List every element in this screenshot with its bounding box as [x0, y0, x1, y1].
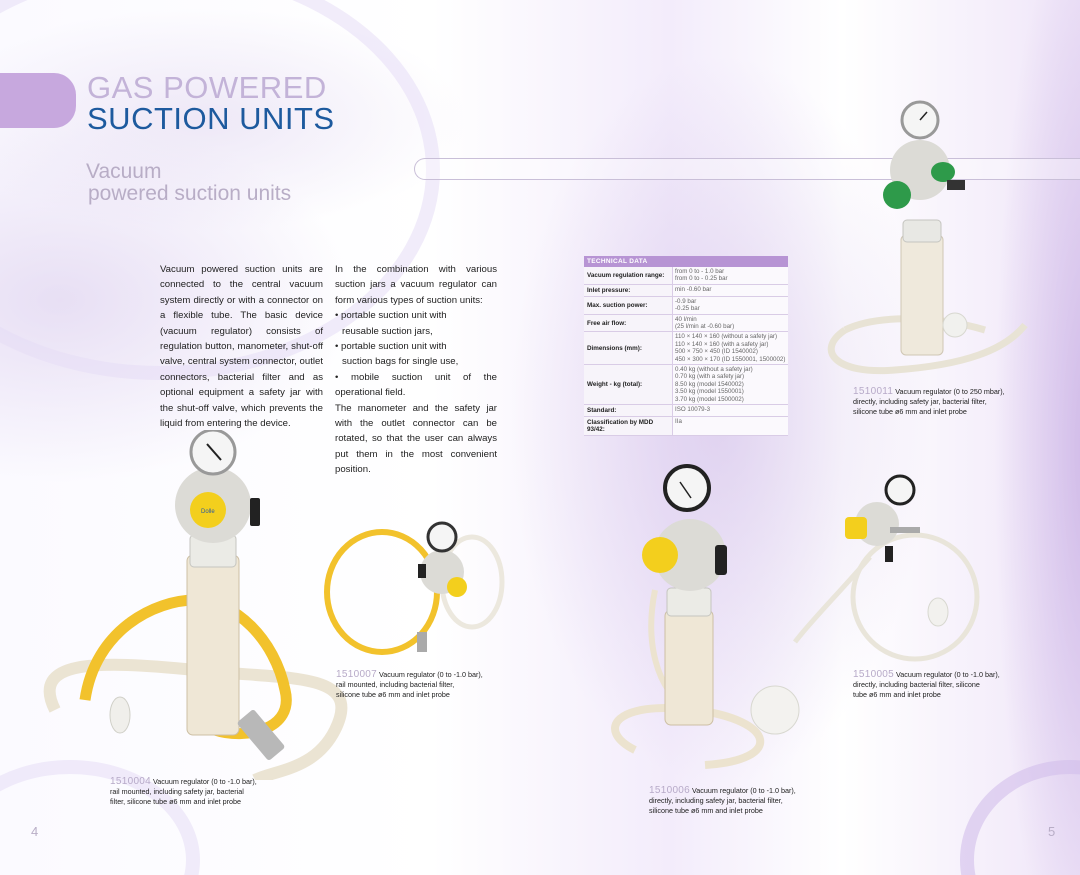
caption-line: rail mounted, including bacterial filter… [336, 680, 455, 689]
row-value: 0.40 kg (without a safety jar) 0.70 kg (… [672, 365, 788, 405]
row-label: Vacuum regulation range: [587, 271, 665, 279]
caption-line: directly, including safety jar, bacteria… [853, 397, 987, 406]
row-label: Classification by MDD 93/42: [587, 419, 654, 434]
row-label: Free air flow: [587, 319, 627, 327]
caption-line: rail mounted, including safety jar, bact… [110, 787, 244, 796]
product-code: 1510006 [649, 785, 691, 796]
table-row: Free air flow: 40 l/min (25 l/min at -0.… [584, 314, 788, 333]
value-line: 500 × 750 × 450 (ID 1540002) [675, 348, 758, 356]
value-line: 0.70 kg (with a safety jar) [675, 373, 745, 381]
row-value: -0.9 bar -0.25 bar [672, 296, 788, 314]
caption-line: Vacuum regulator (0 to 250 mbar), [895, 387, 1005, 396]
row-label: Dimensions (mm): [587, 344, 642, 352]
value-line: min -0.60 bar [675, 285, 712, 293]
table-row: Vacuum regulation range: from 0 to - 1.0… [584, 267, 788, 285]
value-line: 3.50 kg (model 1550001) [675, 388, 744, 396]
caption-line: Vacuum regulator (0 to -1.0 bar), [153, 777, 257, 786]
row-value: from 0 to - 1.0 bar from 0 to - 0.25 bar [672, 267, 788, 284]
bullet-item-continuation: reusable suction jars, [342, 325, 433, 337]
page-number-left: 4 [31, 824, 39, 839]
page-title-line1: GAS POWERED [87, 70, 327, 105]
column2-intro: In the combination with various suction … [335, 264, 497, 306]
page-title-line2: SUCTION UNITS [87, 101, 335, 136]
product-code: 1510011 [853, 386, 894, 397]
row-label: Max. suction power: [587, 301, 648, 309]
table-row: Standard: ISO 10079-3 [584, 405, 788, 418]
value-line: ISO 10079-3 [675, 406, 711, 414]
caption-line: tube ø6 mm and inlet probe [853, 690, 941, 699]
column2-outro: The manometer and the safety jar with th… [335, 402, 497, 476]
row-value: IIa [672, 417, 788, 436]
caption-line: Vacuum regulator (0 to -1.0 bar), [379, 670, 483, 679]
caption-line: silicone tube ø6 mm and inlet probe [336, 690, 450, 699]
value-line: 40 l/min [675, 315, 697, 323]
table-row: Dimensions (mm): 110 × 140 × 160 (withou… [584, 332, 788, 366]
section-subtitle-line2: powered suction units [88, 182, 292, 205]
section-subtitle-line1: Vacuum [86, 160, 162, 183]
value-line: 3.70 kg (model 1500002) [675, 395, 744, 403]
row-value: 40 l/min (25 l/min at -0.60 bar) [672, 314, 788, 332]
caption-line: filter, silicone tube ø6 mm and inlet pr… [110, 797, 242, 806]
value-line: IIa [675, 418, 682, 426]
caption-line: silicone tube ø6 mm and inlet probe [649, 806, 763, 815]
caption-line: silicone tube ø6 mm and inlet probe [853, 407, 967, 416]
value-line: 8.50 kg (model 1540002) [675, 380, 744, 388]
bullet-item: • portable suction unit with [335, 310, 447, 322]
row-label: Standard: [587, 407, 617, 415]
technical-data-heading: TECHNICAL DATA [584, 256, 788, 267]
product-image-1510004: Dolle [43, 430, 348, 780]
body-text-column-2: In the combination with various suction … [335, 262, 497, 478]
body-text-column-1: Vacuum powered suction units are connect… [160, 264, 323, 430]
svg-text:Dolle: Dolle [201, 509, 215, 515]
title-tab-accent [0, 73, 76, 128]
value-line: from 0 to - 1.0 bar [675, 268, 725, 275]
product-code: 1510007 [336, 669, 378, 680]
table-row: Weight - kg (total): 0.40 kg (without a … [584, 365, 788, 406]
product-image-1510006 [611, 464, 800, 769]
row-label: Weight - kg (total): [587, 381, 643, 389]
value-line: 110 × 140 × 160 (without a safety jar) [675, 333, 778, 341]
product-code: 1510004 [110, 776, 152, 787]
page-number-right: 5 [1048, 824, 1056, 839]
row-value: min -0.60 bar [672, 284, 788, 296]
bullet-item-continuation: suction bags for single use, [342, 356, 459, 368]
caption-line: Vacuum regulator (0 to -1.0 bar), [692, 786, 796, 795]
bullet-item: • portable suction unit with [335, 341, 447, 353]
value-line: from 0 to - 0.25 bar [675, 275, 728, 283]
caption-line: Vacuum regulator (0 to -1.0 bar), [896, 670, 1000, 679]
product-image-1510011 [827, 100, 1028, 375]
caption-line: directly, including safety jar, bacteria… [649, 796, 783, 805]
row-value: 110 × 140 × 160 (without a safety jar) 1… [672, 332, 788, 365]
value-line: (25 l/min at -0.60 bar) [675, 323, 735, 331]
value-line: -0.25 bar [675, 305, 700, 313]
product-image-1510007 [324, 521, 505, 655]
technical-data-table: TECHNICAL DATA Vacuum regulation range: … [584, 256, 788, 437]
table-row: Max. suction power: -0.9 bar -0.25 bar [584, 296, 788, 315]
value-line: 0.40 kg (without a safety jar) [675, 366, 753, 374]
value-line: 110 × 140 × 160 (with a safety jar) [675, 340, 769, 348]
product-image-1510005 [793, 474, 980, 662]
row-value: ISO 10079-3 [672, 405, 788, 417]
bullet-item: • mobile suction unit of the operational… [335, 371, 497, 399]
product-code: 1510005 [853, 669, 895, 680]
value-line: 450 × 300 × 170 (ID 1550001, 1500002) [675, 355, 786, 363]
value-line: -0.9 bar [675, 297, 697, 305]
row-label: Inlet pressure: [587, 286, 631, 294]
table-row: Inlet pressure: min -0.60 bar [584, 284, 788, 297]
caption-line: directly, including bacterial filter, si… [853, 680, 980, 689]
table-row: Classification by MDD 93/42: IIa [584, 417, 788, 437]
